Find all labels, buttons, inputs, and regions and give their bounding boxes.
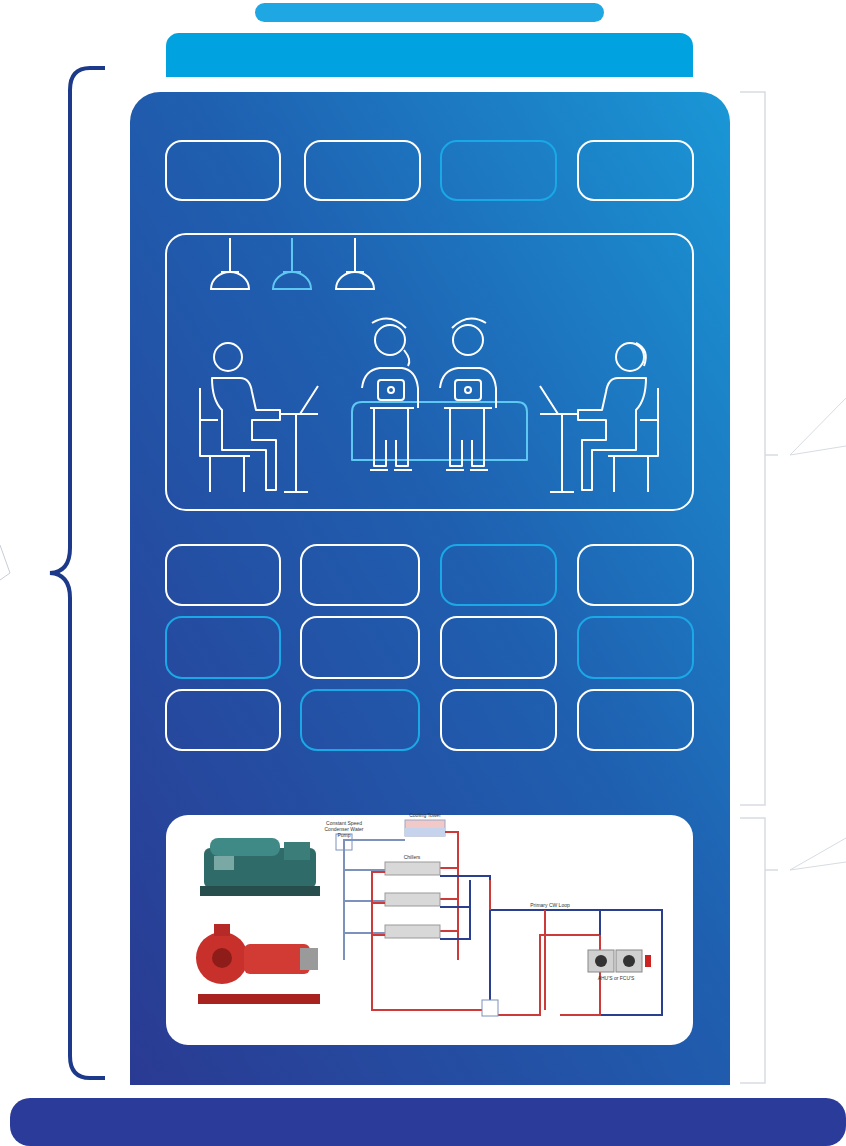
window [305,141,420,200]
schematic-label: Primary CW Loop [520,902,580,908]
person [200,343,318,492]
lamps [211,238,374,289]
window [578,141,693,200]
schematic-label: AHU'S or FCU'S [586,975,646,981]
lamp [211,238,249,289]
ground-bar [10,1098,846,1146]
chiller-photo [200,838,320,896]
roof-bar [255,3,604,22]
schematic-label: Chillers [386,854,438,860]
pump-photo [196,924,320,1004]
chilled-water-schematic [336,820,662,1016]
roof-band [166,33,693,77]
person [362,319,418,470]
office-room [166,234,693,510]
window [166,690,280,750]
bracket [50,68,105,1078]
leader-line [0,545,10,580]
person [540,343,658,492]
lamp [336,238,374,289]
building-body [130,92,730,1085]
schematic-label: Constant Speed Condenser Water Pump [318,820,370,838]
leader-line [790,398,846,455]
window [166,545,280,605]
window [441,617,556,678]
windows [166,141,693,750]
window [578,545,693,605]
window [301,690,419,750]
person [440,319,496,470]
window [441,141,556,200]
bracket [740,92,778,805]
window [301,545,419,605]
window [578,617,693,678]
window [166,617,280,678]
window [301,617,419,678]
window [578,690,693,750]
plant-panel [166,815,693,1045]
window [166,141,280,200]
leader-line [790,838,846,870]
window [441,690,556,750]
bracket [740,818,778,1083]
lamp [273,238,311,289]
people [200,319,658,492]
window [441,545,556,605]
schematic-label: Cooling Tower [398,812,452,818]
